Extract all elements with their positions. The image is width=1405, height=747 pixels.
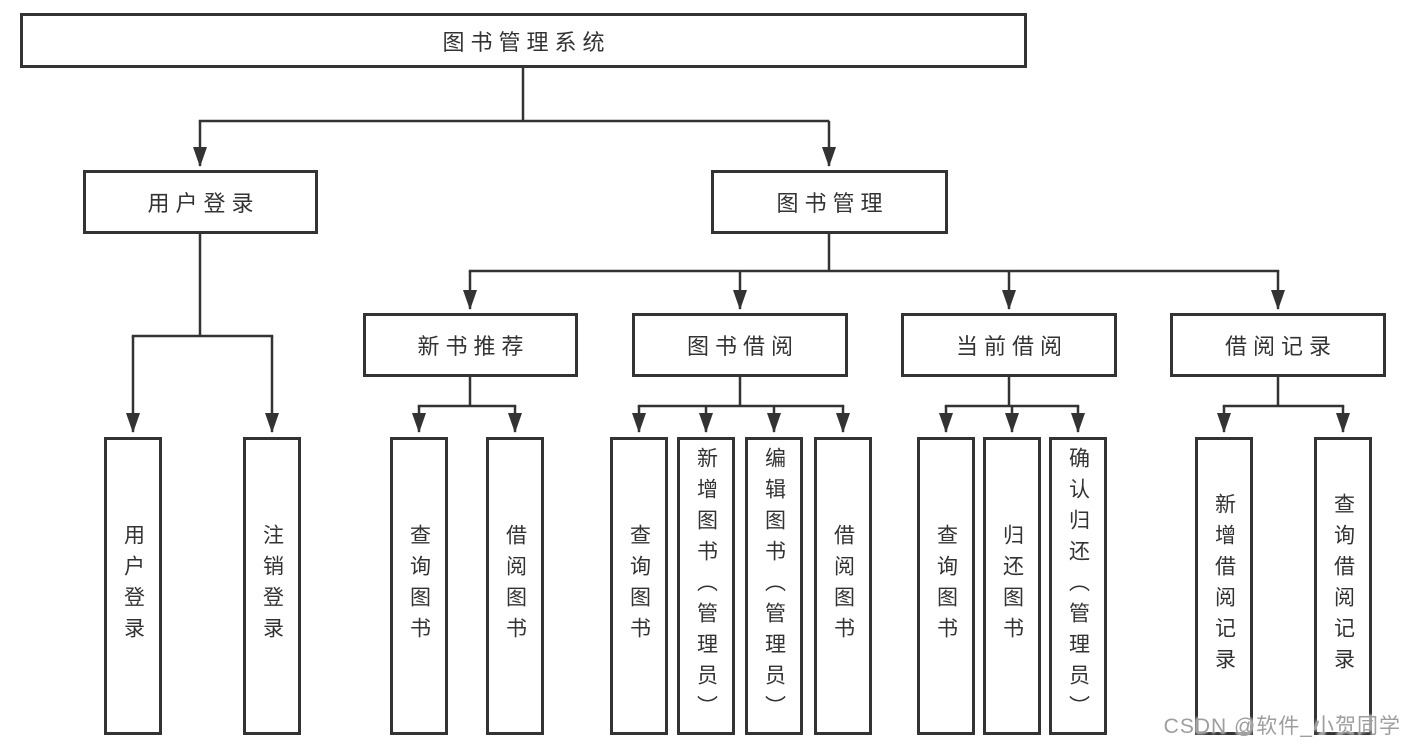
node-nbr-query-books: 查询图书 — [390, 437, 448, 735]
node-br-add-record-label: 新增借阅记录 — [1212, 493, 1236, 679]
node-br-add-record: 新增借阅记录 — [1195, 437, 1253, 735]
node-bb-borrow-books-label: 借阅图书 — [831, 524, 855, 648]
csdn-watermark: CSDN @软件_小贺同学 — [1163, 715, 1401, 738]
node-book-borrow: 图书借阅 — [632, 313, 848, 377]
node-cb-query-books: 查询图书 — [917, 437, 975, 735]
node-cb-confirm-return-admin: 确认归还（管理员） — [1049, 437, 1107, 735]
node-br-query-record: 查询借阅记录 — [1314, 437, 1372, 735]
node-book-borrow-label: 图书借阅 — [686, 334, 799, 359]
node-login-label: 用户登录 — [121, 524, 145, 648]
node-new-book-recommend: 新书推荐 — [363, 313, 578, 377]
node-bb-edit-books-admin-label: 编辑图书（管理员） — [762, 446, 786, 726]
node-nbr-borrow-books-label: 借阅图书 — [503, 524, 527, 648]
node-cb-confirm-return-admin-label: 确认归还（管理员） — [1066, 446, 1090, 726]
node-bb-edit-books-admin: 编辑图书（管理员） — [745, 437, 803, 735]
node-bb-query-books-label: 查询图书 — [627, 524, 651, 648]
node-br-query-record-label: 查询借阅记录 — [1331, 493, 1355, 679]
node-cb-return-books-label: 归还图书 — [1000, 524, 1024, 648]
node-current-borrow-label: 当前借阅 — [955, 334, 1068, 359]
node-book-management-label: 图书管理 — [776, 191, 889, 216]
connector-arrows — [126, 121, 1350, 433]
connector-lines — [131, 68, 1345, 408]
node-logout: 注销登录 — [243, 437, 301, 735]
node-book-management: 图书管理 — [711, 170, 948, 234]
node-cb-query-books-label: 查询图书 — [934, 524, 958, 648]
node-root: 图书管理系统 — [20, 13, 1027, 68]
node-bb-borrow-books: 借阅图书 — [814, 437, 872, 735]
node-bb-query-books: 查询图书 — [610, 437, 668, 735]
node-nbr-query-books-label: 查询图书 — [407, 524, 431, 648]
node-current-borrow: 当前借阅 — [901, 313, 1117, 377]
node-user-login: 用户登录 — [83, 170, 318, 234]
node-bb-add-books-admin: 新增图书（管理员） — [677, 437, 735, 735]
node-borrow-records: 借阅记录 — [1170, 313, 1386, 377]
node-root-label: 图书管理系统 — [442, 29, 611, 55]
node-new-book-recommend-label: 新书推荐 — [417, 334, 530, 359]
node-bb-add-books-admin-label: 新增图书（管理员） — [694, 446, 718, 726]
node-logout-label: 注销登录 — [260, 524, 284, 648]
node-nbr-borrow-books: 借阅图书 — [486, 437, 544, 735]
node-cb-return-books: 归还图书 — [983, 437, 1041, 735]
node-login: 用户登录 — [104, 437, 162, 735]
node-user-login-label: 用户登录 — [147, 191, 260, 216]
node-borrow-records-label: 借阅记录 — [1224, 334, 1337, 359]
